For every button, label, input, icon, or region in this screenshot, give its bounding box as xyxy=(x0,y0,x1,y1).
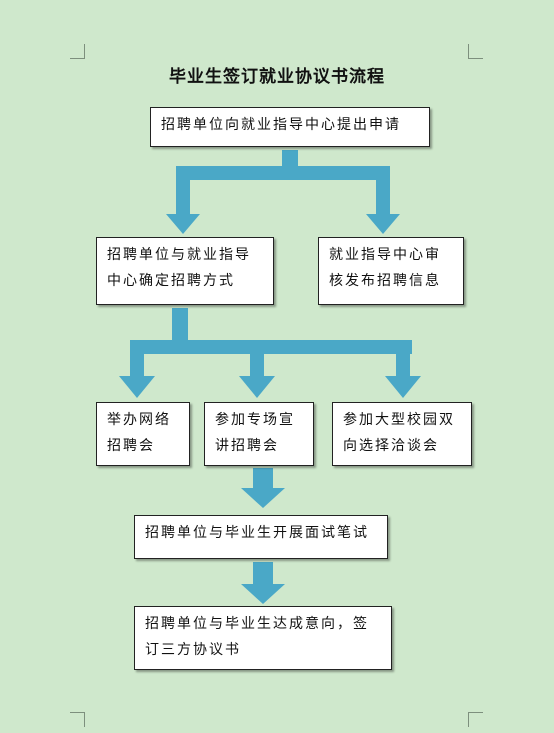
step-recruitment-session: 参加专场宣讲招聘会 xyxy=(204,402,314,466)
connector-leg-2a xyxy=(130,340,144,380)
connector-stem-2 xyxy=(172,308,188,348)
connector-leg-2b xyxy=(250,340,264,380)
crop-mark-top-left xyxy=(70,44,85,59)
arrowhead-to-determine xyxy=(166,214,200,234)
arrowhead-to-interview xyxy=(241,488,285,508)
step-online-fair: 举办网络招聘会 xyxy=(96,402,190,466)
connector-leg-1b xyxy=(376,166,390,218)
arrowhead-to-online xyxy=(119,376,155,398)
arrowhead-to-fair xyxy=(385,376,421,398)
crop-mark-bottom-left xyxy=(70,712,85,727)
step-interview-exam: 招聘单位与毕业生开展面试笔试 xyxy=(134,515,388,559)
diagram-title: 毕业生签订就业协议书流程 xyxy=(169,67,385,87)
connector-leg-2c xyxy=(396,340,410,380)
arrowhead-to-agreement xyxy=(241,584,285,604)
connector-leg-1a xyxy=(176,166,190,218)
step-publish-info: 就业指导中心审核发布招聘信息 xyxy=(318,237,464,305)
crop-mark-bottom-right xyxy=(468,712,483,727)
connector-stem-3 xyxy=(253,468,273,490)
crop-mark-top-right xyxy=(468,44,483,59)
step-campus-fair: 参加大型校园双向选择洽谈会 xyxy=(332,402,472,466)
step-sign-agreement: 招聘单位与毕业生达成意向，签订三方协议书 xyxy=(134,606,392,670)
connector-bar-1 xyxy=(176,166,390,180)
step-determine-method: 招聘单位与就业指导中心确定招聘方式 xyxy=(96,237,274,305)
connector-bar-2 xyxy=(130,340,412,354)
step-apply: 招聘单位向就业指导中心提出申请 xyxy=(150,107,430,147)
arrowhead-to-session xyxy=(239,376,275,398)
connector-stem-4 xyxy=(253,562,273,586)
arrowhead-to-publish xyxy=(366,214,400,234)
